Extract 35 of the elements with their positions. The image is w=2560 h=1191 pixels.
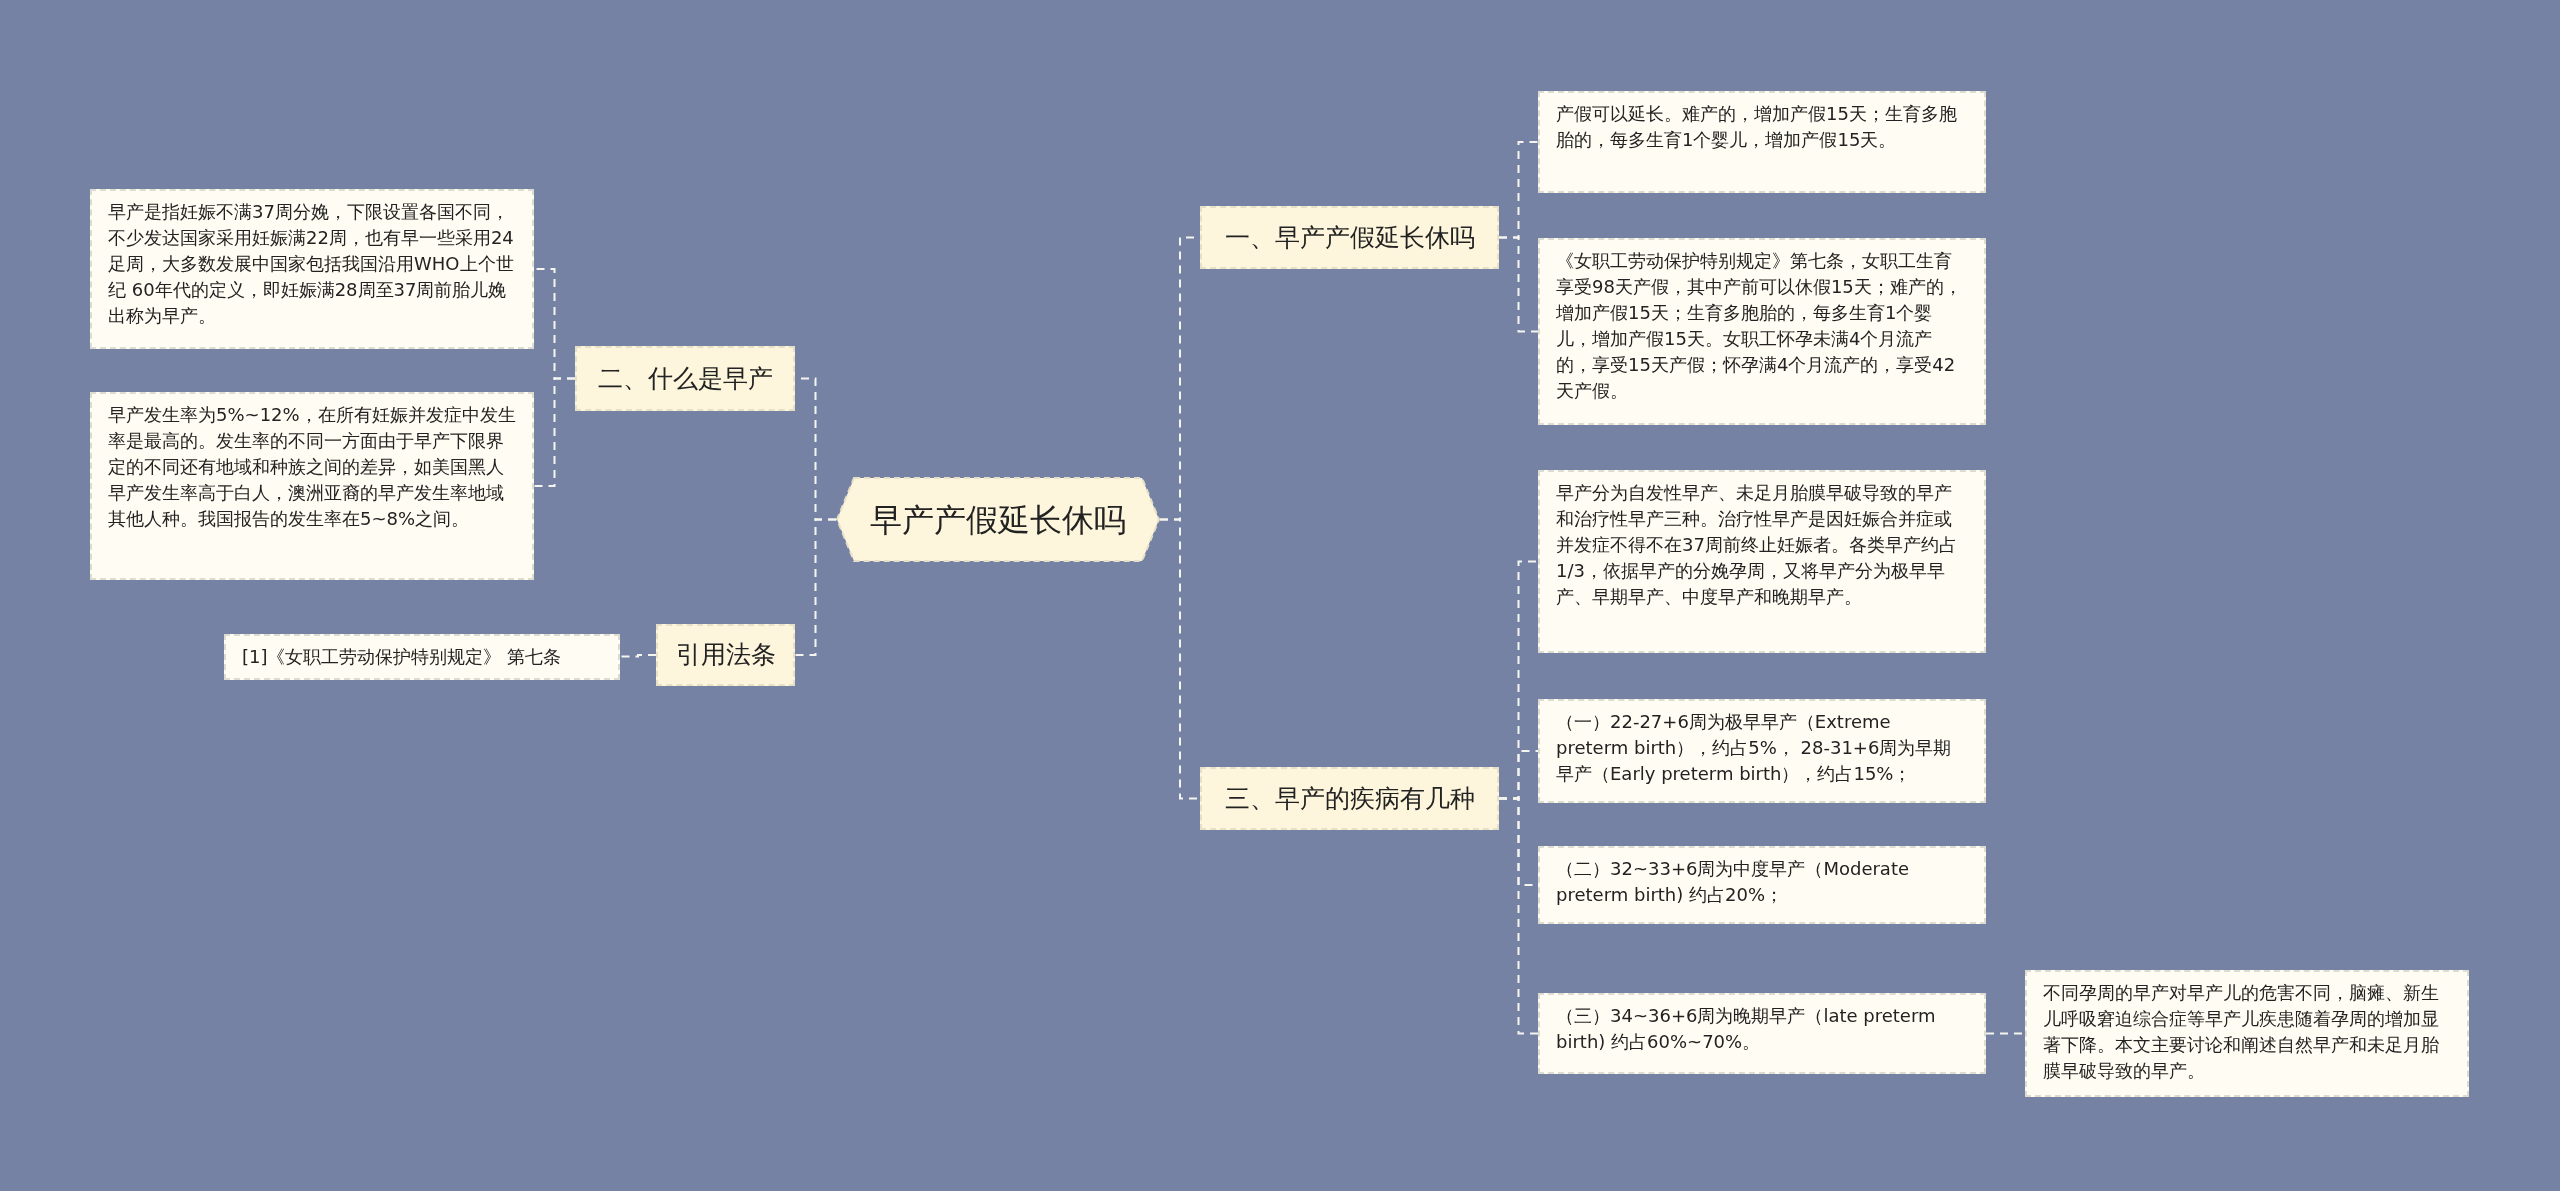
topic-box <box>575 346 795 411</box>
node-text: （三）34~36+6周为晚期早产（late preterm birth) 约占60%~70%。 <box>1556 1004 1937 1055</box>
node-text: 产假可以延长。难产的，增加产假15天；生育多胞胎的，每多生育1个婴儿，增加产假15天。 <box>1556 102 1958 153</box>
node-text: [1]《女职工劳动保护特别规定》 第七条 <box>242 645 563 669</box>
note-box <box>1538 91 1986 193</box>
connector-line <box>794 518 837 656</box>
note-box <box>1538 470 1986 653</box>
node-text: 早产分为自发性早产、未足月胎膜早破导致的早产和治疗性早产三种。治疗性早产是因妊娠合并症或并发症不得不在37周前终止妊娠者。各类早产约占1/3，依据早产的分娩孕周，又将早产分为极早早产、早期早产、中度早产和晚期早产。 <box>1556 481 1958 610</box>
note-box <box>1538 993 1986 1074</box>
topic-box <box>1200 767 1499 830</box>
note-box <box>1538 238 1986 425</box>
connector-line <box>619 654 657 658</box>
note-box <box>1538 846 1986 924</box>
note-box <box>90 189 534 349</box>
node-text: 引用法条 <box>674 639 777 672</box>
note-box <box>90 392 534 580</box>
connector-line <box>533 377 576 487</box>
central-topic-hexagon <box>836 477 1160 562</box>
node-text: 早产产假延长休吗 <box>869 499 1127 541</box>
node-text: 三、早产的疾病有几种 <box>1223 782 1476 815</box>
topic-box <box>656 624 795 686</box>
node-text: 早产是指妊娠不满37周分娩，下限设置各国不同，不少发达国家采用妊娠满22周，也有早一些采用24足周，大多数发展中国家包括我国沿用WHO上个世纪 60年代的定义，即妊娠满28周至37周前胎儿娩出称为早产。 <box>108 200 515 329</box>
node-text: （二）32~33+6周为中度早产（Moderate preterm birth) 约占20%； <box>1556 857 1911 908</box>
node-text: （一）22-27+6周为极早早产（Extreme preterm birth），约占5%， 28-31+6周为早期早产（Early preterm birth），约占15%； <box>1556 710 1953 787</box>
connector-line <box>1498 797 1539 1035</box>
connector-line <box>1498 236 1539 333</box>
node-text: 不同孕周的早产对早产儿的危害不同，脑瘫、新生儿呼吸窘迫综合症等早产儿疾患随着孕周的增加显著下降。本文主要讨论和阐述自然早产和未足月胎膜早破导致的早产。 <box>2043 981 2440 1084</box>
node-text: 一、早产产假延长休吗 <box>1223 221 1476 254</box>
node-text: 《女职工劳动保护特别规定》第七条，女职工生育享受98天产假，其中产前可以休假15天；难产的，增加产假15天；生育多胞胎的，每多生育1个婴儿，增加产假15天。女职工怀孕未满4个月流产的，享受15天产假；怀孕满4个月流产的，享受42天产假。 <box>1556 249 1963 404</box>
topic-box <box>1200 206 1499 269</box>
note-box <box>224 634 620 681</box>
note-box <box>2025 970 2469 1097</box>
note-box <box>1538 699 1986 803</box>
node-text: 早产发生率为5%~12%，在所有妊娠并发症中发生率是最高的。发生率的不同一方面由于早产下限界定的不同还有地域和种族之间的差异，如美国黑人早产发生率高于白人，澳洲亚裔的早产发生率地域其他人种。我国报告的发生率在5~8%之间。 <box>108 403 516 532</box>
node-text: 二、什么是早产 <box>596 362 774 395</box>
